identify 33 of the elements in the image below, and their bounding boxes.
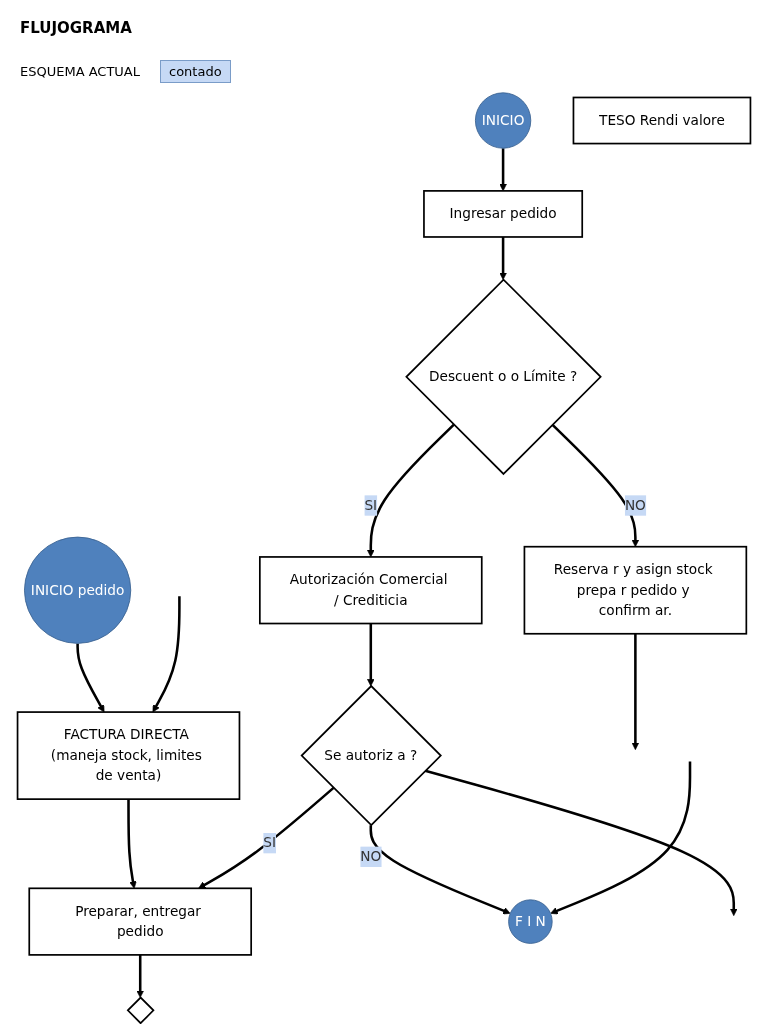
arrow [499,148,507,192]
arrow [76,643,105,713]
node-diamond: Descuent o o Límite ? [405,278,602,476]
arrow [369,825,511,915]
node-circle: F I N [508,899,553,944]
node-circle: INICIO pedido [24,536,132,644]
arrow [550,761,692,915]
edge-label: SI [263,834,276,851]
arrow [127,799,137,889]
node-box: Preparar, entregar pedido [28,887,253,956]
arrow [551,423,640,548]
heading-label: ESQUEMA ACTUAL [20,63,140,79]
arrow [424,769,738,916]
arrow [367,623,375,687]
arrow [198,786,335,889]
node-diamond: Se autoriz a ? [300,684,442,827]
edge-label: SI [364,496,378,514]
node-diamond [126,996,155,1024]
edge-label: NO [624,496,646,514]
arrow [499,237,507,280]
node-circle: INICIO [474,92,532,149]
edge-label: NO [360,848,382,865]
arrow [136,954,144,998]
node-box: Ingresar pedido [423,190,584,238]
node-box: FACTURA DIRECTA (maneja stock, limites de venta) [16,711,241,800]
arrow [367,423,455,558]
title: FLUJOGRAMA [20,19,132,37]
arrow [631,633,640,750]
node-box: Autorización Comercial / Crediticia [259,556,483,625]
arrow [152,596,181,713]
tag-label: contado [160,59,231,83]
node-box: Reserva r y asign stock prepa r pedido y confirm ar. [523,545,748,635]
node-box: TESO Rendi valore [572,96,752,145]
